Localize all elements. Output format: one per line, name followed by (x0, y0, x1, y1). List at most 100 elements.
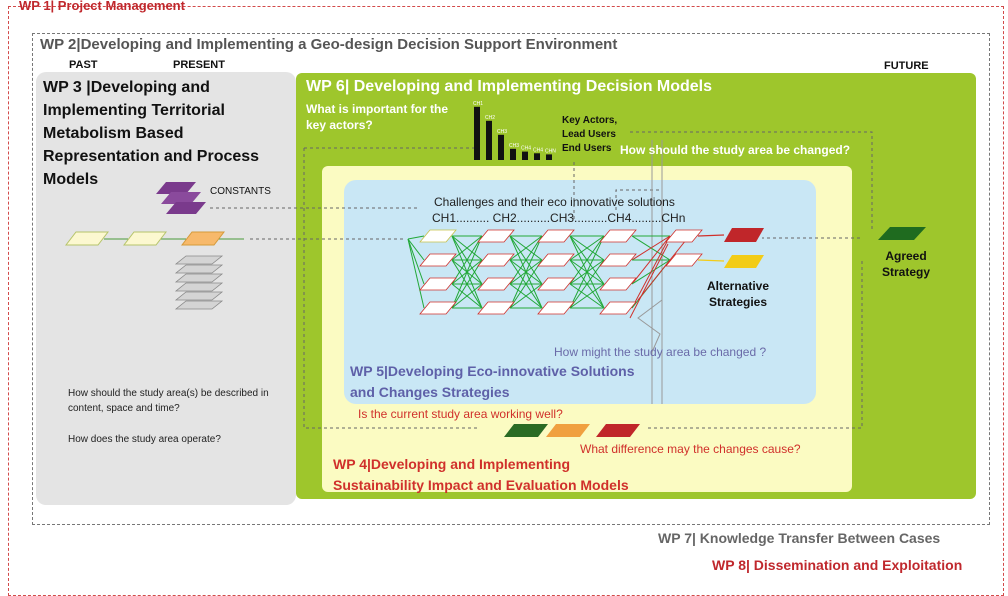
question-difference: What difference may the changes cause? (580, 442, 801, 456)
alternative-red (724, 228, 764, 242)
network-edge (569, 283, 605, 309)
wp8-title: WP 8| Dissemination and Exploitation (712, 557, 963, 573)
wp2-title: WP 2|Developing and Implementing a Geo-d… (40, 36, 618, 53)
wp5-title: WP 5|Developing Eco-innovative Solutions… (350, 361, 634, 403)
solution-node (599, 229, 637, 243)
network-edge (407, 235, 425, 240)
question-important: What is important for the key actors? (306, 102, 448, 132)
wp3-question-1: How should the study area(s) be describe… (68, 388, 269, 414)
actors-label-2: Lead Users (562, 129, 616, 140)
actors-bar-label: CH3 (509, 143, 519, 149)
solution-node (477, 277, 515, 291)
actors-bar-label: CH1 (473, 101, 483, 107)
wp2-frame (32, 33, 990, 525)
network-edge (631, 235, 671, 285)
solution-node (537, 301, 575, 315)
past-label: PAST (69, 59, 98, 71)
network-edge (509, 259, 543, 309)
actors-bar-label: CH4 (533, 147, 543, 153)
wp3-title: WP 3 |Developing and Implementing Territ… (43, 79, 260, 188)
actors-label-1: Key Actors, (562, 115, 618, 126)
actors-bar-label: CHN (545, 148, 556, 154)
network-edge (509, 283, 543, 309)
solution-node (537, 253, 575, 267)
network-edge (569, 259, 605, 309)
wp5-title-line2: and Changes Strategies (350, 384, 510, 400)
solution-node (537, 229, 575, 243)
network-edge (509, 235, 543, 261)
actors-bar (498, 134, 504, 160)
solution-node (665, 253, 703, 267)
actors-bar (486, 120, 492, 160)
present-label: PRESENT (173, 59, 225, 71)
network-edge (569, 235, 605, 309)
actors-bar (522, 151, 528, 160)
network-edge (569, 235, 605, 285)
solution-node (599, 253, 637, 267)
wp1-title: WP 1| Project Management (19, 0, 185, 13)
future-label: FUTURE (884, 60, 929, 72)
wp4-title-line1: WP 4|Developing and Implementing (333, 456, 571, 472)
dashed-connectors (210, 131, 873, 429)
actors-labels: Key Actors, Lead Users End Users (562, 114, 617, 156)
constants-stack (156, 182, 206, 214)
network-edge (451, 259, 483, 309)
actors-bar (474, 106, 480, 160)
solution-node (419, 253, 457, 267)
actors-bar-label: CH2 (485, 115, 495, 121)
timeline-sequence (64, 231, 244, 246)
network-edge (407, 238, 425, 309)
solutions-network (407, 229, 725, 319)
strategy-edge (697, 234, 725, 237)
wp3-box (36, 72, 296, 505)
network-edge (637, 239, 687, 301)
solution-node (477, 301, 515, 315)
network-edge (631, 235, 671, 309)
network-edge (407, 238, 425, 261)
wp5-box (344, 180, 816, 404)
alternative-strategies-label: Alternative Strategies (706, 279, 770, 309)
solution-node (599, 301, 637, 315)
alternative-yellow (724, 255, 764, 268)
network-edge (451, 235, 483, 309)
evaluation-green (504, 424, 548, 437)
evaluation-orange (546, 424, 590, 437)
constants-label: CONSTANTS (210, 186, 271, 197)
network-edge (569, 235, 605, 261)
wp4-title: WP 4|Developing and Implementing Sustain… (333, 454, 629, 496)
agreed-strategy-label: Agreed Strategy (881, 249, 931, 279)
question-working: Is the current study area working well? (358, 407, 563, 421)
network-edge (407, 238, 425, 285)
question-might: How might the study area be changed ? (554, 345, 767, 359)
solution-node (419, 301, 457, 315)
question-change: How should the study area be changed? (620, 143, 851, 157)
solution-node (477, 229, 515, 243)
actors-bar (510, 148, 516, 160)
network-edge (451, 283, 483, 309)
strategy-edge (697, 259, 725, 262)
actors-bar-label: CH4 (521, 146, 531, 152)
wp3-question-2: How does the study area operate? (68, 434, 221, 445)
solution-node (599, 277, 637, 291)
solution-node (477, 253, 515, 267)
solution-node (419, 277, 457, 291)
actors-label-3: End Users (562, 143, 612, 154)
actors-bar-label: CH3 (497, 129, 507, 135)
wp5-title-line1: WP 5|Developing Eco-innovative Solutions (350, 363, 635, 379)
wp4-title-line2: Sustainability Impact and Evaluation Mod… (333, 477, 629, 493)
network-edge (509, 235, 543, 309)
solution-node (665, 229, 703, 243)
network-edge (451, 235, 483, 285)
challenges-title: Challenges and their eco innovative solu… (434, 195, 675, 209)
solution-node (419, 229, 457, 243)
wp6-title: WP 6| Developing and Implementing Decisi… (306, 78, 713, 95)
network-edge (631, 235, 671, 261)
network-edge (509, 235, 543, 285)
network-edge (629, 243, 669, 319)
actors-bar (534, 153, 540, 160)
gray-stack (174, 255, 224, 310)
evaluation-red (596, 424, 640, 437)
actors-bar (546, 154, 552, 160)
